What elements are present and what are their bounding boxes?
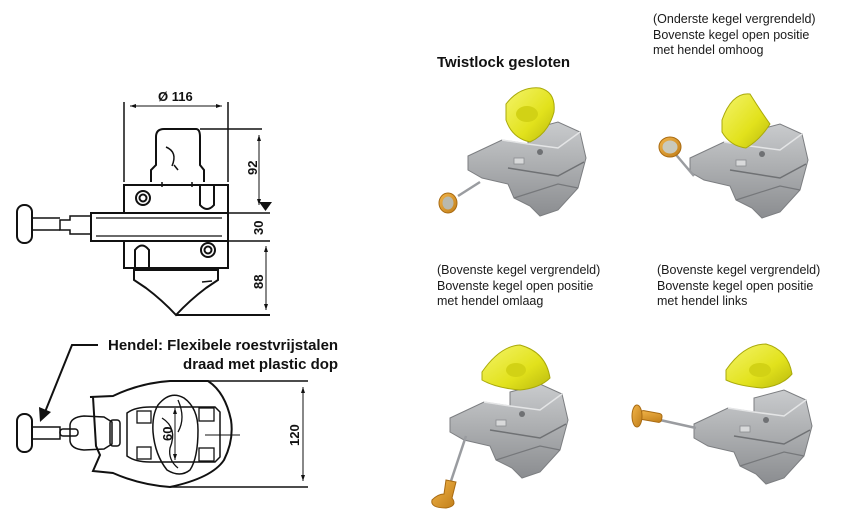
view-closed-title: Twistlock gesloten [437,54,571,71]
handle-knob-icon [431,479,457,509]
overall-width-dimension: 120 [287,424,302,446]
render-closed [438,87,587,217]
handle-note-line1: Hendel: Flexibele roestvrijstalen [108,337,339,354]
caption-line: Bovenste kegel open positie [653,27,810,42]
caption-line: (Bovenste kegel vergrendeld) [437,263,601,277]
view-handle-up-caption: (Onderste kegel vergrendeld) Bovenste ke… [653,12,816,59]
middle-height-dimension: 30 [251,221,266,235]
handle-note: Hendel: Flexibele roestvrijstalen draad … [108,336,338,374]
caption-line: met hendel omhoog [653,43,764,57]
render-handle-left [631,343,813,485]
caption-line: (Bovenste kegel vergrendeld) [657,263,821,277]
yellow-cone-icon [721,93,771,149]
render-handle-down [431,344,569,509]
view-handle-left-caption: (Bovenste kegel vergrendeld) Bovenste ke… [657,263,820,310]
bottom-height-dimension: 88 [251,275,266,289]
caption-line: Bovenste kegel open positie [437,278,594,293]
top-height-dimension: 92 [245,161,260,175]
caption-line: met hendel links [657,294,748,308]
caption-line: met hendel omlaag [437,294,544,308]
handle-knob-icon [631,404,643,428]
handle-note-line2: draad met plastic dop [183,356,339,373]
diameter-dimension: Ø 116 [158,89,193,104]
render-handle-up [658,93,809,219]
caption-line: Bovenste kegel open positie [657,278,814,293]
view-handle-down-caption: (Bovenste kegel vergrendeld) Bovenste ke… [437,263,600,310]
caption-line: (Onderste kegel vergrendeld) [653,12,816,26]
inner-width-dimension: 60 [160,427,175,441]
